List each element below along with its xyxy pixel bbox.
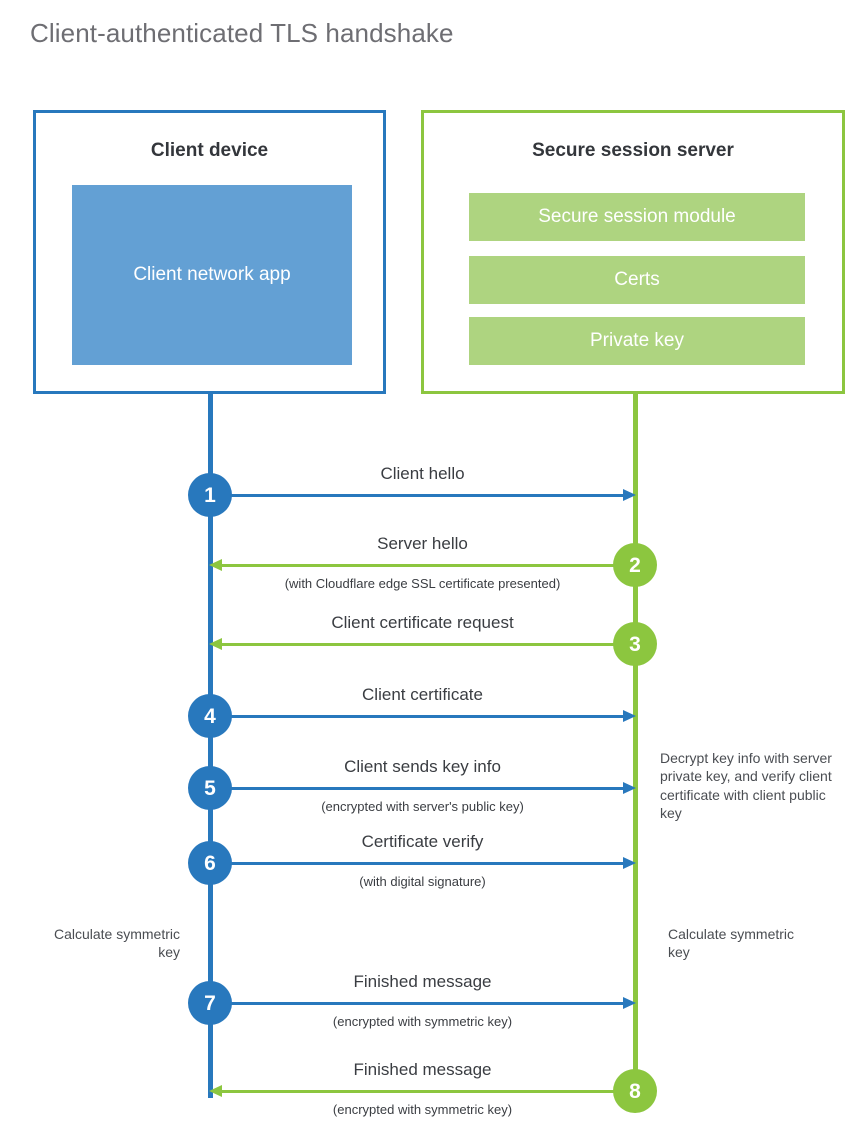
message-sublabel-5: (encrypted with server's public key) — [321, 799, 524, 814]
page-title: Client-authenticated TLS handshake — [30, 18, 454, 48]
arrowhead-6 — [623, 857, 636, 869]
server-block-secure-session-module: Secure session module — [469, 193, 805, 241]
arrowhead-8 — [209, 1085, 222, 1097]
secure-session-server-title: Secure session server — [532, 140, 734, 161]
annotation-server-decrypt: Decrypt key info with server private key… — [660, 750, 832, 822]
message-sublabel-7: (encrypted with symmetric key) — [332, 1014, 513, 1029]
step-circle-1[interactable]: 1 — [188, 473, 232, 517]
server-lifeline — [633, 392, 638, 1092]
arrowhead-7 — [623, 997, 636, 1009]
annotation-server-calculate-symmetric-key: Calculate symmetric key — [668, 926, 795, 961]
arrowhead-5 — [623, 782, 636, 794]
secure-session-server-box: Secure session server Secure session mod… — [421, 110, 845, 394]
server-block-private-key: Private key — [469, 317, 805, 365]
message-label-4: Client certificate — [362, 685, 483, 704]
annotation-client-calculate-symmetric-key: Calculate symmetric key — [53, 926, 180, 961]
message-arrow-7 — [210, 1002, 625, 1005]
arrowhead-1 — [623, 489, 636, 501]
message-sublabel-6: (with digital signature) — [359, 874, 486, 889]
message-arrow-5 — [210, 787, 625, 790]
client-device-title: Client device — [150, 140, 269, 161]
message-label-6: Certificate verify — [361, 832, 484, 851]
message-arrow-2 — [220, 564, 635, 567]
client-lifeline — [208, 392, 213, 1098]
message-arrow-1 — [210, 494, 625, 497]
message-sublabel-2: (with Cloudflare edge SSL certificate pr… — [284, 576, 561, 591]
arrowhead-3 — [209, 638, 222, 650]
step-circle-6[interactable]: 6 — [188, 841, 232, 885]
step-circle-8[interactable]: 8 — [613, 1069, 657, 1113]
message-label-8: Finished message — [353, 1060, 492, 1079]
message-label-5: Client sends key info — [344, 757, 501, 776]
step-circle-4[interactable]: 4 — [188, 694, 232, 738]
message-arrow-6 — [210, 862, 625, 865]
message-label-3: Client certificate request — [331, 613, 514, 632]
step-circle-5[interactable]: 5 — [188, 766, 232, 810]
message-sublabel-8: (encrypted with symmetric key) — [332, 1102, 513, 1117]
server-block-certs: Certs — [469, 256, 805, 304]
client-device-box: Client device Client network app — [33, 110, 386, 394]
step-circle-2[interactable]: 2 — [613, 543, 657, 587]
client-network-app-block: Client network app — [72, 185, 352, 365]
message-arrow-4 — [210, 715, 625, 718]
message-arrow-8 — [220, 1090, 635, 1093]
message-label-2: Server hello — [377, 534, 468, 553]
arrowhead-4 — [623, 710, 636, 722]
arrowhead-2 — [209, 559, 222, 571]
message-arrow-3 — [220, 643, 635, 646]
message-label-7: Finished message — [353, 972, 492, 991]
step-circle-3[interactable]: 3 — [613, 622, 657, 666]
step-circle-7[interactable]: 7 — [188, 981, 232, 1025]
message-label-1: Client hello — [380, 464, 465, 483]
